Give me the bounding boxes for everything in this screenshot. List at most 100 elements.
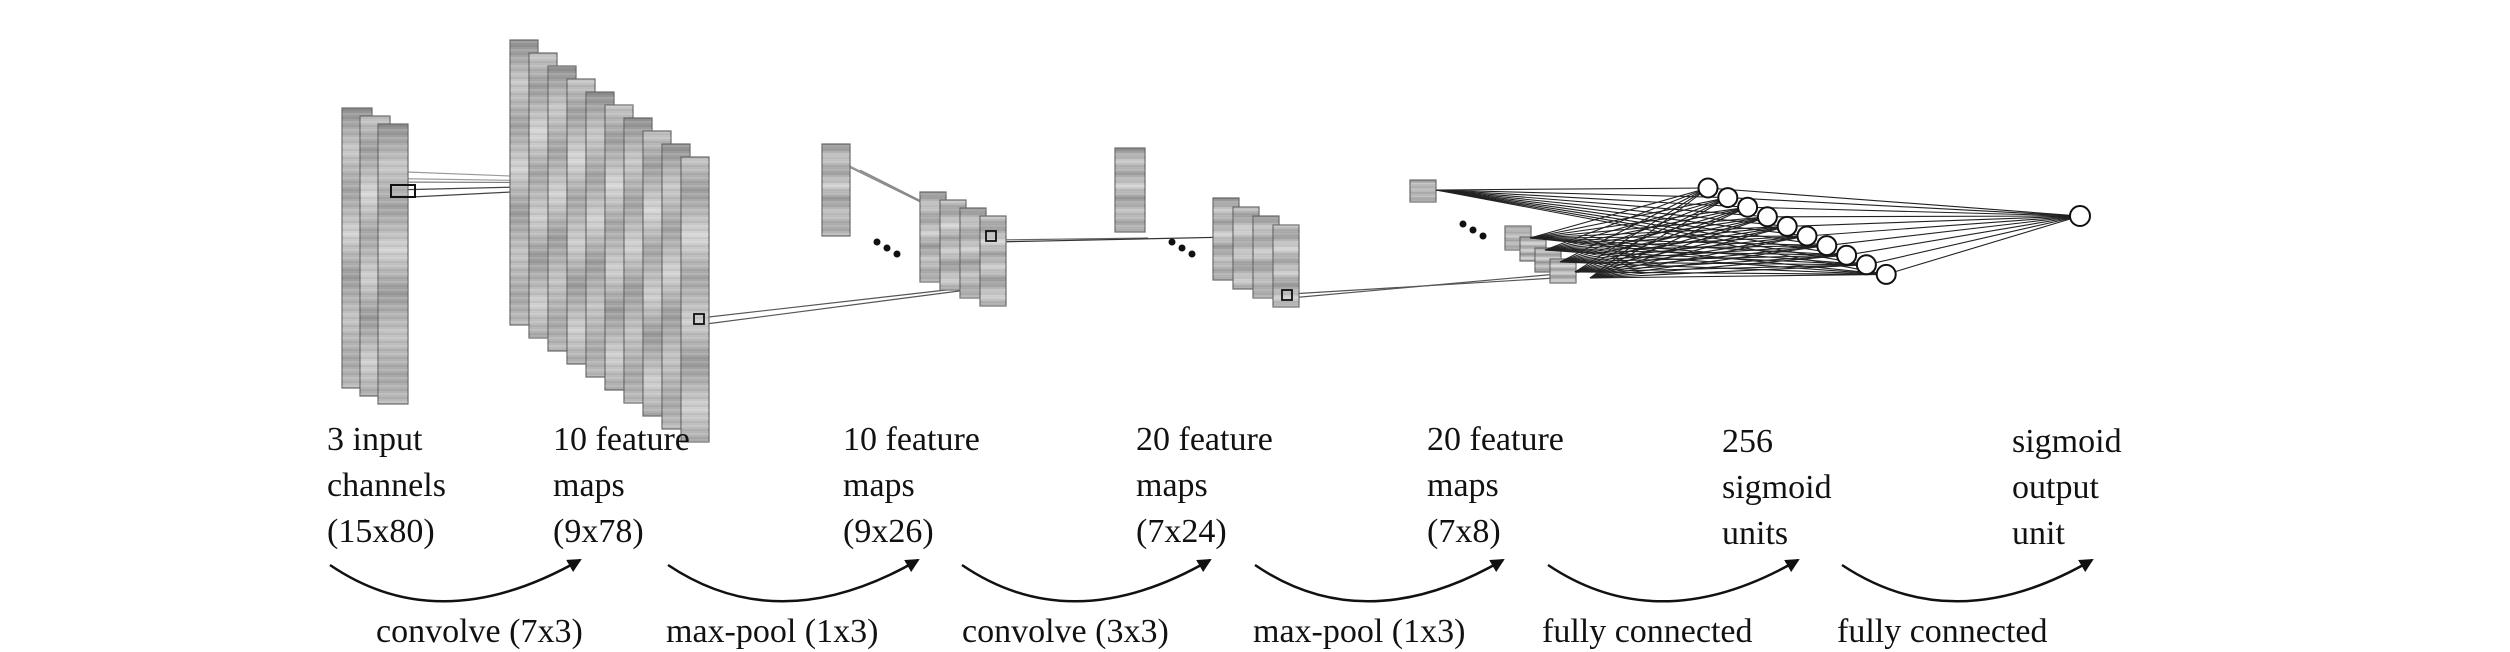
fc1-connection [1435, 187, 1709, 191]
fc1-connection [1529, 237, 1847, 256]
fc1-connection [1574, 254, 1847, 273]
fc1-connection [1574, 264, 1867, 273]
stage-label-output: sigmoid output unit [2012, 423, 2130, 552]
fc1-connection [1544, 249, 1867, 266]
fc2-connection [1727, 197, 2081, 217]
fc1-connection [1589, 254, 1847, 279]
fc1-connection [1574, 235, 1808, 273]
stage-label-hidden: 256 sigmoid units [1722, 423, 1840, 552]
fc1-connection [1574, 187, 1709, 273]
op-label-conv2: convolve (3x3) [962, 613, 1169, 650]
arrow-3 [961, 558, 1212, 603]
fc2-connection [1846, 215, 2081, 256]
fc1-connection [1529, 187, 1709, 239]
arrow-1 [329, 558, 582, 603]
fc1-connection [1574, 206, 1748, 273]
conv1-maps [509, 39, 710, 443]
op-label-pool2: max-pool (1x3) [1253, 613, 1465, 650]
pool2-maps [1504, 225, 1577, 284]
fc1-connection [1529, 237, 1867, 266]
arrow-4 [1254, 558, 1505, 603]
pool1-map-first [821, 143, 851, 237]
fc1-connection [1574, 216, 1768, 273]
stage-labels: 3 input channels (15x80) 10 feature maps… [327, 421, 2130, 552]
op-label-pool1: max-pool (1x3) [666, 613, 878, 650]
stage-label-conv1: 10 feature maps (9x78) [553, 421, 698, 550]
arrow-5 [1547, 558, 1800, 603]
hidden-unit [1717, 187, 1739, 209]
fc1-connection [1589, 235, 1808, 279]
fc1-connection [1529, 237, 1887, 275]
fc2-connection [1866, 215, 2081, 266]
fc1-connection [1589, 273, 1887, 279]
op-label-fc1: fully connected [1542, 613, 1753, 650]
fc-connections [1435, 187, 2081, 279]
fc2-connection [1826, 215, 2081, 247]
operation-labels: convolve (7x3) max-pool (1x3) convolve (… [376, 613, 2048, 650]
op-label-fc2: fully connected [1837, 613, 2048, 650]
hidden-unit [1697, 177, 1719, 199]
hidden-unit [1816, 235, 1838, 257]
conv2-maps [1212, 197, 1300, 308]
pool1-map-first-map-texture [822, 144, 850, 236]
fc1-connection [1589, 216, 1768, 279]
fc1-connection [1574, 197, 1729, 273]
fc1-connection [1589, 225, 1788, 279]
hidden-unit [1875, 263, 1897, 285]
conv2-map-first [1114, 147, 1146, 233]
fc1-connection [1544, 249, 1887, 275]
receptive-field-box [390, 184, 416, 198]
fc2-connection [1747, 206, 2081, 217]
hidden-unit [1796, 225, 1818, 247]
fc1-connection [1529, 225, 1788, 239]
output-unit [2069, 205, 2091, 227]
pool1-maps-map-texture [980, 216, 1006, 306]
conv1-pool-window [693, 313, 705, 325]
fc2-connection [1787, 215, 2081, 227]
conv1-maps-map-texture [681, 157, 709, 442]
pool2-maps-map-texture [1550, 259, 1576, 283]
hidden-unit [1737, 196, 1759, 218]
pool2-map-first-map-texture [1410, 180, 1436, 202]
fully-connected-layer [1435, 177, 2091, 285]
fc1-connection [1589, 206, 1748, 279]
fc2-connection [1767, 215, 2081, 218]
op-label-conv1: convolve (7x3) [376, 613, 583, 650]
feature-map-stacks [341, 39, 1577, 443]
fc1-connection [1574, 225, 1788, 273]
input-channels [341, 107, 409, 405]
fc1-connection [1559, 206, 1748, 263]
fc1-connection [1544, 249, 1847, 256]
arrow-6 [1841, 558, 2094, 603]
input-channels-map-texture [378, 124, 408, 404]
fc1-connection [1574, 271, 1887, 275]
stage-label-pool2: 20 feature maps (7x8) [1427, 421, 1572, 550]
ellipsis-markers [873, 220, 1487, 258]
fc1-connection [1544, 187, 1709, 251]
pool2-map-first [1409, 179, 1437, 203]
hidden-unit [1756, 206, 1778, 228]
hidden-unit [1855, 254, 1877, 276]
fc2-connection [1806, 215, 2081, 237]
stage-label-pool1: 10 feature maps (9x26) [843, 421, 988, 550]
hidden-unit [1776, 215, 1798, 237]
hidden-unit [1836, 244, 1858, 266]
fc2-connection [1707, 187, 2081, 217]
operation-arrows [329, 558, 2094, 603]
conv2-maps-map-texture [1273, 225, 1299, 307]
stage-label-conv2: 20 feature maps (7x24) [1136, 421, 1281, 550]
ellipsis-3 [1459, 220, 1487, 240]
fc1-connection [1559, 216, 1768, 263]
hidden-units [1697, 177, 1897, 285]
pool1-maps [919, 191, 1007, 307]
fc1-connection [1589, 264, 1867, 279]
pool1-kernel-window [985, 230, 997, 242]
conv2-map-first-map-texture [1115, 148, 1145, 232]
fc1-connection [1589, 197, 1729, 279]
fc1-connection [1574, 245, 1827, 273]
conv2-pool-window [1281, 289, 1293, 301]
stage-label-input: 3 input channels (15x80) [327, 421, 454, 550]
fc1-connection [1559, 197, 1728, 263]
